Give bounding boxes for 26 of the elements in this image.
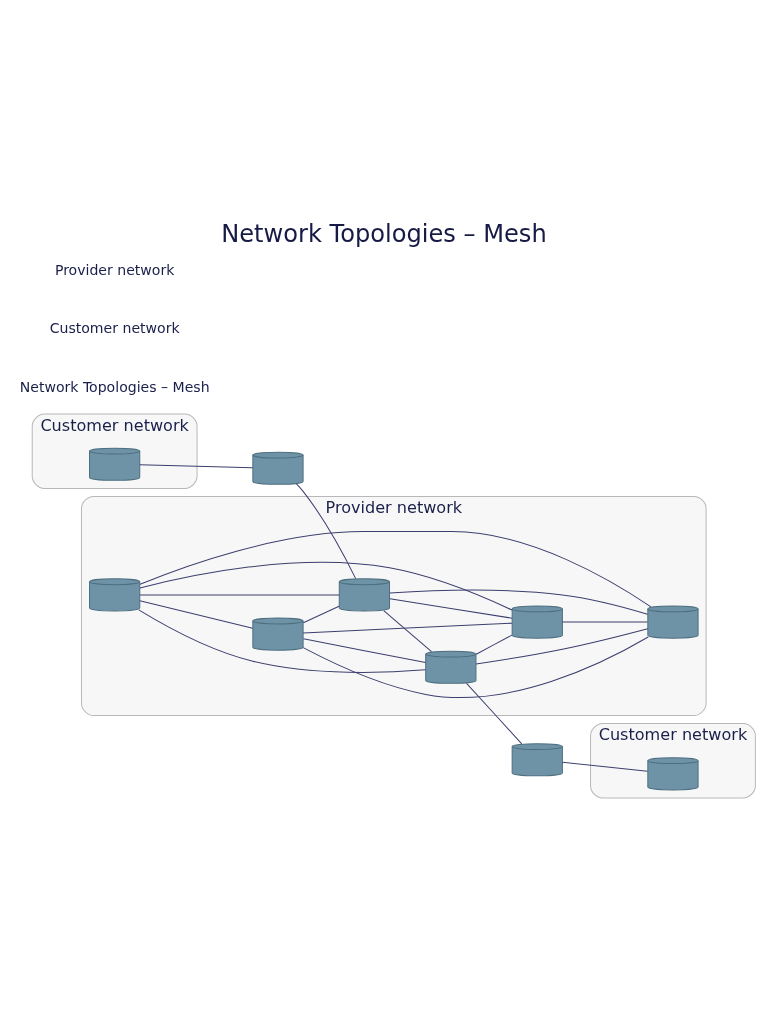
connector: [302, 635, 649, 698]
connector: [138, 608, 426, 673]
label: Provider network: [54, 261, 175, 278]
connector: [475, 634, 513, 655]
cluster: Customer network: [590, 722, 756, 798]
connector: [466, 682, 523, 744]
connector: [139, 530, 652, 607]
connector: [302, 637, 427, 663]
cluster: Customer network: [31, 413, 198, 489]
connector: [139, 593, 340, 595]
connector: [139, 561, 513, 611]
connector: [562, 761, 648, 772]
connector: [302, 622, 513, 633]
connector: [302, 605, 340, 623]
connector: [389, 597, 513, 619]
cluster: Provider network: [80, 495, 707, 716]
connector: [562, 621, 648, 623]
connector: [295, 482, 357, 579]
connector: [383, 609, 433, 652]
diagram-title: Network Topologies – Mesh: [221, 219, 547, 248]
connector: [139, 599, 254, 629]
connector: [389, 589, 648, 615]
connector: [139, 463, 254, 468]
connector: [475, 627, 649, 664]
label: Network Topologies – Mesh: [19, 378, 210, 395]
label: Customer network: [49, 319, 180, 336]
